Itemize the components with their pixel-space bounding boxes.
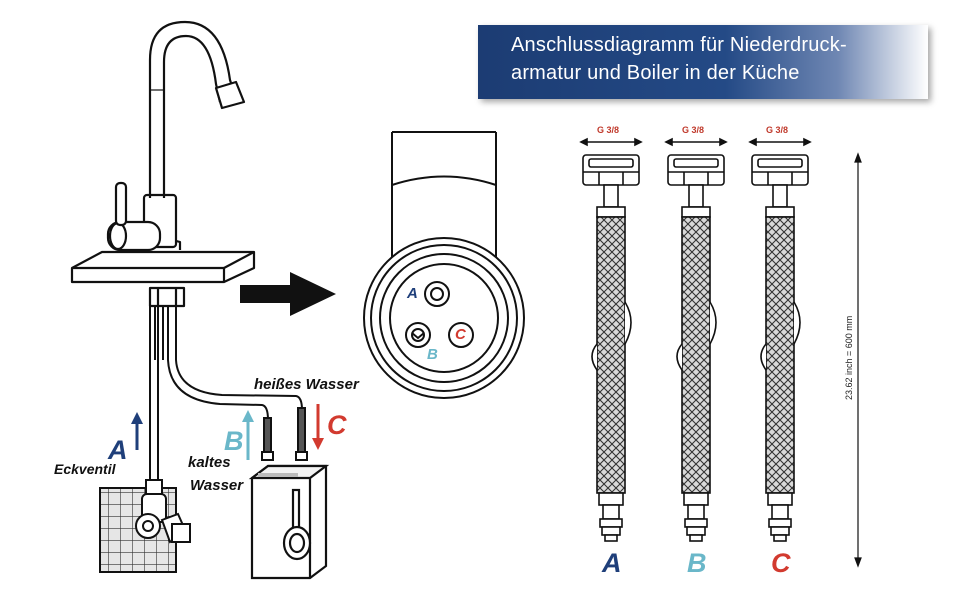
hot-water-label: heißes Wasser <box>254 376 359 393</box>
water-heater <box>248 464 330 580</box>
cold-water-label-1: kaltes <box>188 454 231 471</box>
fitting-size-label: G 3/8 <box>766 125 789 135</box>
hose-c <box>748 137 812 542</box>
fitting-size-label: G 3/8 <box>597 125 620 135</box>
cold-water-label-2: Wasser <box>190 477 244 494</box>
port-c-label: C <box>455 326 466 343</box>
hose-b <box>664 137 728 542</box>
angle-valve <box>99 479 191 573</box>
flow-arrows <box>131 404 324 460</box>
hose-label-a: A <box>602 548 622 578</box>
hose-a <box>579 137 643 542</box>
fitting-size-label: G 3/8 <box>682 125 705 135</box>
length-dimension <box>854 152 862 568</box>
port-a-label: A <box>407 285 418 302</box>
label-a-left: A <box>108 435 128 465</box>
label-c-left: C <box>327 410 347 440</box>
kitchen-faucet <box>70 20 256 308</box>
hose-label-c: C <box>771 548 791 578</box>
supply-lines <box>149 306 303 488</box>
braided-hose <box>681 216 711 494</box>
direction-arrow <box>240 272 336 316</box>
braided-hose <box>596 216 626 494</box>
faucet-bottom-view <box>363 131 525 399</box>
fitting-width-arrow <box>579 137 643 147</box>
hose-label-b: B <box>687 548 707 578</box>
fitting-width-arrow <box>748 137 812 147</box>
title-line-1: Anschlussdiagramm für Niederdruck- <box>511 34 847 56</box>
boiler-pipes <box>261 407 308 461</box>
port-b-label: B <box>427 346 438 363</box>
fitting-width-arrow <box>664 137 728 147</box>
length-label: 23.62 inch = 600 mm <box>844 315 854 400</box>
label-b-left: B <box>224 426 244 456</box>
title-line-2: armatur und Boiler in der Küche <box>511 62 800 84</box>
title-banner: Anschlussdiagramm für Niederdruck- armat… <box>478 25 928 99</box>
hose-group <box>579 137 812 542</box>
angle-valve-label: Eckventil <box>54 461 116 477</box>
braided-hose <box>765 216 795 494</box>
